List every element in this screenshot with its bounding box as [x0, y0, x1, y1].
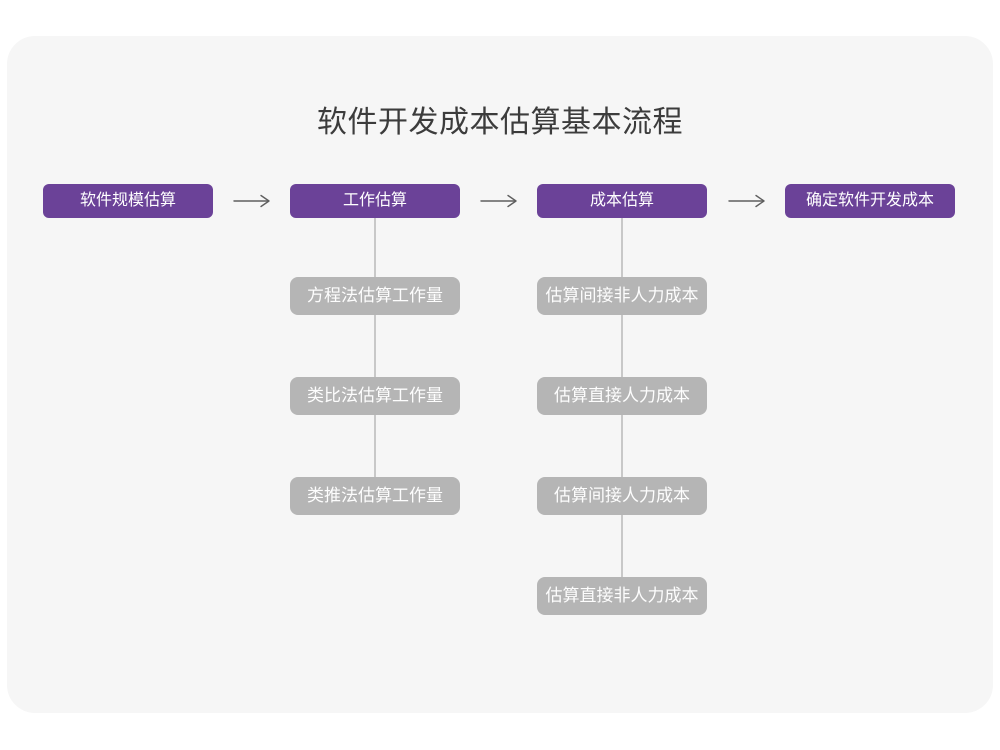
flow-node-determine-software-dev-cost: 确定软件开发成本: [785, 184, 955, 218]
connector-work-estimation-line: [374, 218, 376, 478]
sub-node-indirect-non-labor-cost: 估算间接非人力成本: [537, 277, 707, 315]
sub-node-indirect-labor-cost: 估算间接人力成本: [537, 477, 707, 515]
sub-node-extrapolation-method-workload: 类推法估算工作量: [290, 477, 460, 515]
canvas-card: [7, 36, 993, 713]
arrow-right-icon: [728, 194, 765, 208]
flow-node-cost-estimation: 成本估算: [537, 184, 707, 218]
flow-node-software-scale-estimation: 软件规模估算: [43, 184, 213, 218]
sub-node-equation-method-workload: 方程法估算工作量: [290, 277, 460, 315]
arrow-right-icon: [233, 194, 270, 208]
sub-node-direct-non-labor-cost: 估算直接非人力成本: [537, 577, 707, 615]
arrow-right-icon: [480, 194, 517, 208]
diagram-title: 软件开发成本估算基本流程: [317, 106, 683, 139]
sub-node-analogy-method-workload: 类比法估算工作量: [290, 377, 460, 415]
sub-node-direct-labor-cost: 估算直接人力成本: [537, 377, 707, 415]
flow-node-work-estimation: 工作估算: [290, 184, 460, 218]
